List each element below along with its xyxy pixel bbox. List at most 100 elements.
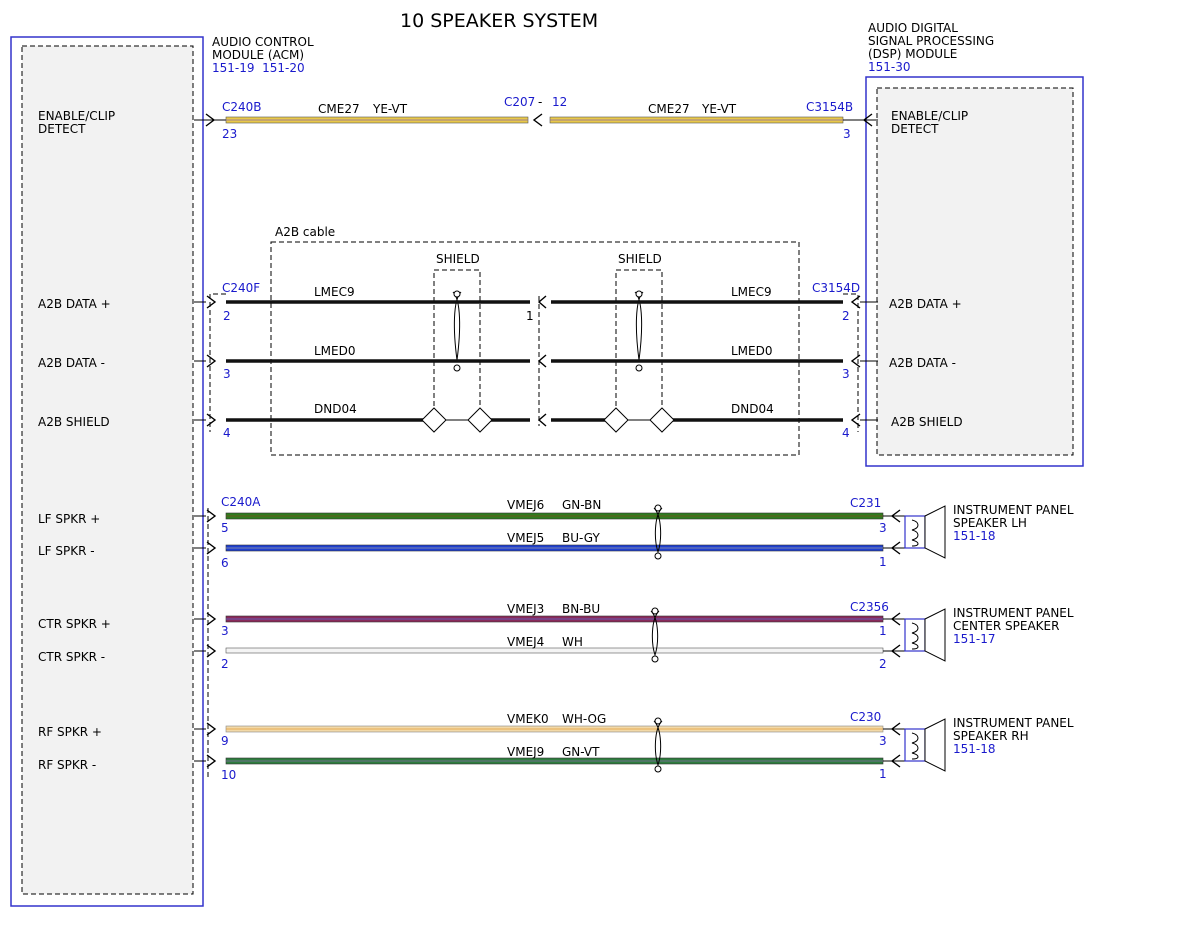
shield-ground-diamond — [649, 407, 675, 433]
connector-c3154b-pin: 3 — [843, 127, 851, 141]
connector-arrow — [862, 113, 873, 127]
dsp-module: AUDIO DIGITAL SIGNAL PROCESSING (DSP) MO… — [865, 21, 1084, 467]
shield-ground-diamond — [421, 407, 447, 433]
speaker-cone — [924, 608, 946, 662]
dsp-pin-a2b-shield: A2B SHIELD — [891, 415, 963, 429]
connector-arrow — [206, 612, 217, 626]
connector-c2356-pin: 1 — [879, 624, 887, 638]
wire-gn-bn-label: GN-BN — [562, 498, 601, 512]
speaker-center-line-2: CENTER SPEAKER — [953, 619, 1059, 633]
connector-arrow — [206, 754, 217, 768]
connector-c240f-pin: 2 — [223, 309, 231, 323]
acm-inner-box — [21, 45, 194, 895]
wire-vmej3-label: VMEJ3 — [507, 602, 544, 616]
twist-end — [453, 364, 461, 372]
connector-arrow — [850, 354, 861, 368]
acm-name-line-1: AUDIO CONTROL — [212, 35, 314, 49]
acm-pin-enable-clip: ENABLE/CLIP — [38, 109, 115, 123]
acm-pin-rf-spkr-plus: RF SPKR + — [38, 725, 102, 739]
dsp-pin-a2b-data-plus: A2B DATA + — [889, 297, 962, 311]
connector-c240f-pin: 4 — [223, 426, 231, 440]
twist-mark — [653, 720, 663, 767]
c3154d-bracket — [843, 293, 859, 432]
wire-gn-vt-label: GN-VT — [562, 745, 600, 759]
speaker-coil — [911, 622, 919, 650]
twist-end — [654, 717, 662, 725]
connector-arrow — [537, 295, 547, 309]
acm-name-line-2: MODULE (ACM) — [212, 48, 304, 62]
speaker-center-line-1: INSTRUMENT PANEL — [953, 606, 1074, 620]
acm-pin-rf-spkr-minus: RF SPKR - — [38, 758, 96, 772]
acm-pin-detect: DETECT — [38, 122, 86, 136]
connector-arrow — [532, 113, 543, 127]
wire-dnd04-label: DND04 — [731, 402, 774, 416]
connector-c240f-label: C240F — [222, 281, 260, 295]
wire-cme27-label: CME27 — [318, 102, 360, 116]
connector-arrow — [537, 354, 547, 368]
connector-c231-label: C231 — [850, 496, 881, 510]
connector-c240a-pin: 3 — [221, 624, 229, 638]
connector-c240b-pin: 23 — [222, 127, 237, 141]
speaker-lh-line-1: INSTRUMENT PANEL — [953, 503, 1074, 517]
twist-end — [651, 607, 659, 615]
twist-mark — [650, 610, 660, 657]
connector-arrow — [206, 541, 217, 555]
wire-vmek0-label: VMEK0 — [507, 712, 549, 726]
connector-arrow — [206, 644, 217, 658]
wire-bn-bu-label: BN-BU — [562, 602, 600, 616]
twist-end — [654, 765, 662, 773]
acm-pin-lf-spkr-minus: LF SPKR - — [38, 544, 95, 558]
connector-c240a-pin: 2 — [221, 657, 229, 671]
speaker-rh-symbol — [904, 718, 946, 772]
diagram-title: 10 SPEAKER SYSTEM — [400, 10, 598, 32]
connector-c240a-pin: 6 — [221, 556, 229, 570]
acm-module: AUDIO CONTROL MODULE (ACM) 151-19 151-20… — [10, 35, 314, 907]
c240f-bracket — [209, 293, 226, 432]
connector-c231-pin: 3 — [879, 521, 887, 535]
dsp-pin-a2b-data-minus: A2B DATA - — [889, 356, 956, 370]
speaker-lh-ref: 151-18 — [953, 529, 996, 543]
connector-c230-pin: 3 — [879, 734, 887, 748]
wire-wh-og-label: WH-OG — [562, 712, 606, 726]
wire-vmej6-label: VMEJ6 — [507, 498, 544, 512]
connector-c2356-label: C2356 — [850, 600, 889, 614]
twist-end — [635, 290, 643, 298]
connector-c3154d-pin: 4 — [842, 426, 850, 440]
connector-c230-label: C230 — [850, 710, 881, 724]
acm-pin-ctr-spkr-plus: CTR SPKR + — [38, 617, 111, 631]
connector-c240a-pin: 5 — [221, 521, 229, 535]
twist-mark — [653, 507, 663, 554]
speaker-lh-line-2: SPEAKER LH — [953, 516, 1027, 530]
connector-arrow — [850, 295, 861, 309]
speaker-coil — [911, 519, 919, 547]
speaker-cone — [924, 718, 946, 772]
connector-arrow — [206, 295, 217, 309]
dsp-pin-enable-clip: ENABLE/CLIP — [891, 109, 968, 123]
dsp-name-line-1: AUDIO DIGITAL — [868, 21, 958, 35]
shield-label-right: SHIELD — [618, 252, 662, 266]
connector-c231-pin: 1 — [879, 555, 887, 569]
wire-vmej4-label: VMEJ4 — [507, 635, 544, 649]
connector-c3154d-pin: 2 — [842, 309, 850, 323]
dsp-name-line-3: (DSP) MODULE — [868, 47, 957, 61]
lf-speaker-circuit: C240A 5 6 C231 3 1 VMEJ6 GN-BN VMEJ5 BU-… — [194, 495, 1074, 570]
wire-vmej5-label: VMEJ5 — [507, 531, 544, 545]
acm-pin-a2b-data-plus: A2B DATA + — [38, 297, 111, 311]
connector-arrow — [206, 413, 217, 427]
connector-c240f-pin: 3 — [223, 367, 231, 381]
wire-lmec9-label: LMEC9 — [731, 285, 772, 299]
wire-lmed0-label: LMED0 — [731, 344, 773, 358]
connector-c240a-pin: 9 — [221, 734, 229, 748]
connector-c207-label: C207 — [504, 95, 535, 109]
speaker-cone — [924, 505, 946, 559]
wire-cme27-label: CME27 — [648, 102, 690, 116]
shield-label-left: SHIELD — [436, 252, 480, 266]
acm-refs: 151-19 151-20 — [212, 61, 305, 75]
wire-ye-vt-label: YE-VT — [701, 102, 737, 116]
wire-wh-label: WH — [562, 635, 583, 649]
wire-dnd04-label: DND04 — [314, 402, 357, 416]
twist-end — [654, 552, 662, 560]
speaker-center-symbol — [904, 608, 946, 662]
twist-end — [654, 504, 662, 512]
